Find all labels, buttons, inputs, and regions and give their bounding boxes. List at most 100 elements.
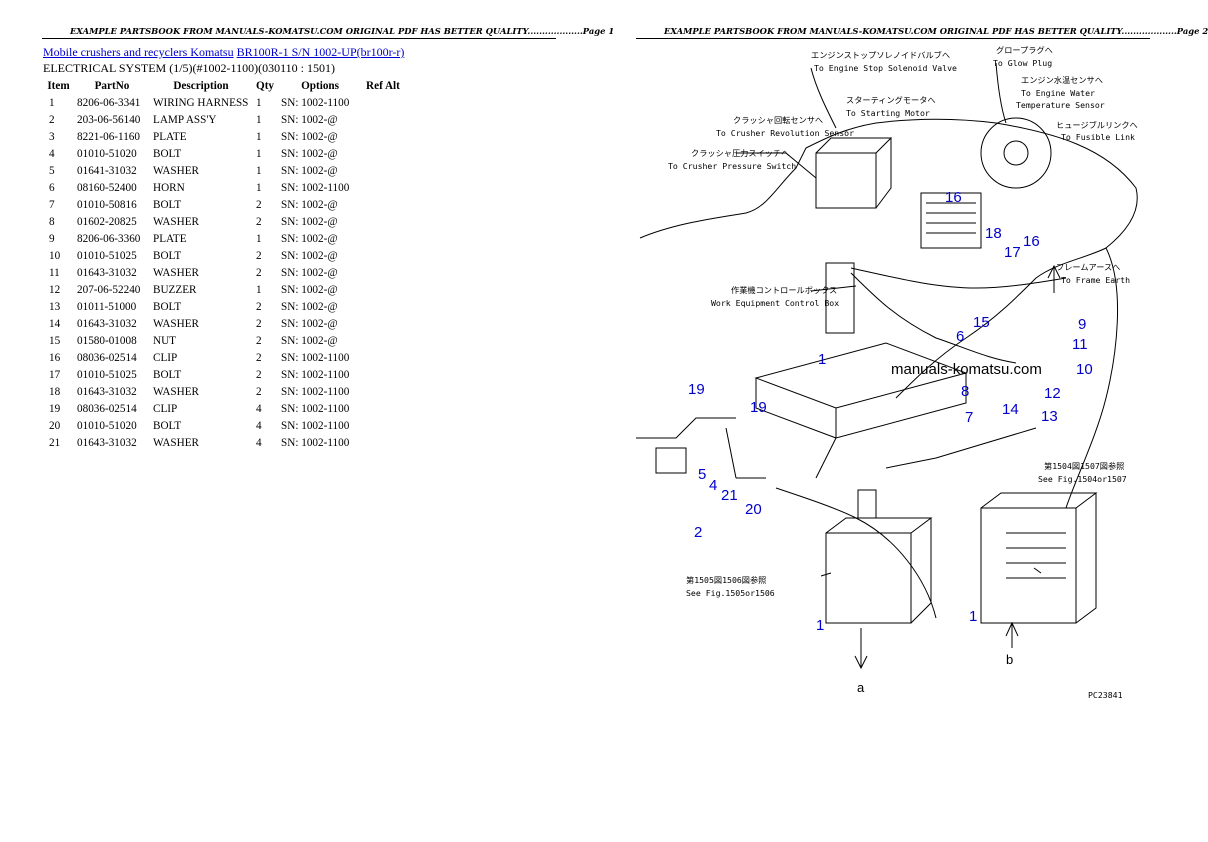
breadcrumb-model-link[interactable]: BR100R-1 S/N 1002-UP(br100r-r) (236, 45, 405, 59)
cell-qty: 2 (256, 300, 262, 313)
cell-options: SN: 1002-1100 (281, 351, 350, 364)
col-header-description: Description (173, 80, 229, 92)
header-title-page-1: EXAMPLE PARTSBOOK FROM MANUALS-KOMATSU.C… (70, 26, 615, 36)
label-stop-solenoid-en: To Engine Stop Solenoid Valve (814, 63, 957, 73)
relay-panel (920, 192, 982, 249)
cell-description: BOLT (153, 419, 182, 432)
cell-ref-alt (362, 94, 404, 111)
arrow-b (1005, 621, 1019, 648)
callout-12: 12 (1044, 385, 1061, 402)
cell-options: SN: 1002-1100 (281, 385, 350, 398)
label-water-temp-jp: エンジン水温センサへ (1021, 75, 1103, 85)
callout-16-upper: 16 (945, 189, 962, 206)
cell-ref-alt (362, 349, 404, 366)
harness-wire-1 (850, 267, 1067, 289)
cell-description: WASHER (153, 436, 199, 449)
cell-options: SN: 1002-@ (281, 266, 338, 279)
engine-block-top (815, 137, 893, 209)
cell-qty: 1 (256, 130, 262, 143)
col-header-options: Options (301, 80, 339, 92)
cell-partno: 08036-02514 (77, 402, 137, 415)
cell-qty: 2 (256, 334, 262, 347)
page-header-right: EXAMPLE PARTSBOOK FROM MANUALS-KOMATSU.C… (636, 26, 1208, 39)
cell-item: 6 (49, 181, 55, 194)
label-frame-earth-en: To Frame Earth (1061, 275, 1130, 285)
cell-description: PLATE (153, 130, 187, 143)
chassis-outline (639, 118, 1138, 399)
cell-ref-alt (362, 383, 404, 400)
cell-partno: 01010-51025 (77, 249, 137, 262)
label-see-1504-en: See Fig.1504or1507 (1038, 474, 1127, 484)
breadcrumb: Mobile crushers and recyclers Komatsu BR… (43, 45, 404, 60)
label-crusher-press-en: To Crusher Pressure Switch (668, 161, 796, 171)
leader-glow-plug (995, 62, 1007, 124)
cell-options: SN: 1002-@ (281, 283, 338, 296)
callout-1-right-box: 1 (969, 608, 977, 625)
cell-qty: 2 (256, 351, 262, 364)
label-stop-solenoid-jp: エンジンストップソレノイドバルブへ (811, 50, 950, 60)
cell-qty: 2 (256, 317, 262, 330)
callout-4: 4 (709, 477, 717, 494)
cell-description: WASHER (153, 266, 199, 279)
cell-item: 14 (49, 317, 61, 330)
right-control-box (980, 507, 1077, 624)
cell-ref-alt (362, 162, 404, 179)
cell-qty: 1 (256, 232, 262, 245)
engine-fan-hub (1003, 140, 1029, 166)
cell-options: SN: 1002-@ (281, 215, 338, 228)
page-header-left: EXAMPLE PARTSBOOK FROM MANUALS-KOMATSU.C… (42, 26, 614, 39)
cell-qty: 2 (256, 249, 262, 262)
callout-19-right: 19 (750, 399, 767, 416)
callout-5: 5 (698, 466, 706, 483)
col-header-partno: PartNo (94, 80, 130, 92)
cell-ref-alt (362, 213, 404, 230)
cell-qty: 2 (256, 198, 262, 211)
cell-description: CLIP (153, 402, 178, 415)
callout-2: 2 (694, 524, 702, 541)
cell-qty: 4 (256, 402, 262, 415)
cell-ref-alt (362, 128, 404, 145)
callout-17: 17 (1004, 244, 1021, 261)
cell-item: 17 (49, 368, 61, 381)
cell-partno: 8221-06-1160 (77, 130, 140, 143)
lower-control-box (825, 532, 912, 624)
cell-partno: 01010-51025 (77, 368, 137, 381)
cell-ref-alt (362, 230, 404, 247)
cell-ref-alt (362, 417, 404, 434)
right-box-lines (1006, 532, 1066, 579)
label-see-1504-jp: 第1504図1507図参照 (1044, 461, 1124, 471)
cell-qty: 1 (256, 147, 262, 160)
label-see-1505-jp: 第1505図1506図参照 (686, 575, 766, 585)
cell-description: BOLT (153, 198, 182, 211)
callout-20: 20 (745, 501, 762, 518)
cell-partno: 01643-31032 (77, 436, 137, 449)
cell-partno: 01010-50816 (77, 198, 137, 211)
cell-description: BOLT (153, 300, 182, 313)
cell-item: 8 (49, 215, 55, 228)
cell-options: SN: 1002-1100 (281, 402, 350, 415)
cell-item: 21 (49, 436, 61, 449)
engine-fan (980, 117, 1052, 189)
breadcrumb-category-link[interactable]: Mobile crushers and recyclers Komatsu (43, 45, 234, 59)
callout-6: 6 (956, 328, 964, 345)
leader-see-fig (820, 567, 1042, 577)
cell-ref-alt (362, 111, 404, 128)
figure-code: PC23841 (1088, 690, 1123, 700)
cell-item: 4 (49, 147, 55, 160)
cell-item: 18 (49, 385, 61, 398)
cell-description: WASHER (153, 385, 199, 398)
cell-ref-alt (362, 332, 404, 349)
label-water-temp-en2: Temperature Sensor (1016, 100, 1105, 110)
cell-partno: 207-06-52240 (77, 283, 141, 296)
cell-description: PLATE (153, 232, 187, 245)
cell-partno: 01643-31032 (77, 266, 137, 279)
